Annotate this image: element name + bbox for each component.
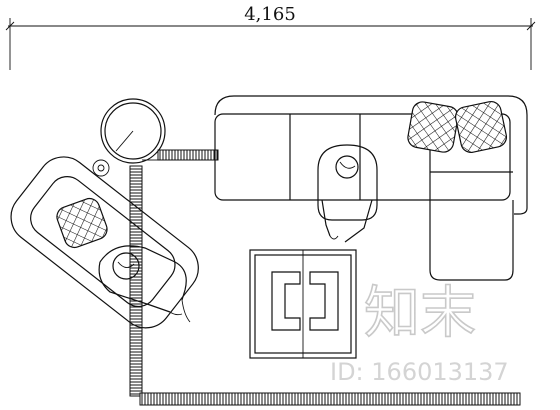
coffee-table (249, 249, 357, 359)
l-shaped-sofa (214, 95, 528, 281)
watermark-id: ID: 166013137 (330, 358, 509, 386)
throw-pillow (407, 101, 459, 153)
throw-pillow (56, 197, 108, 249)
round-side-table (92, 98, 166, 177)
dimension-label: 4,165 (244, 4, 296, 25)
watermark: 知末 ID: 166013137 (330, 280, 509, 386)
reclining-person-figure (98, 245, 191, 323)
watermark-brand: 知末 (364, 281, 476, 346)
seated-person-figure (317, 144, 378, 243)
lounge-armchair (10, 156, 199, 329)
area-rug (129, 149, 521, 406)
throw-pillow (454, 100, 508, 154)
dimension-line: 4,165 (5, 4, 536, 70)
